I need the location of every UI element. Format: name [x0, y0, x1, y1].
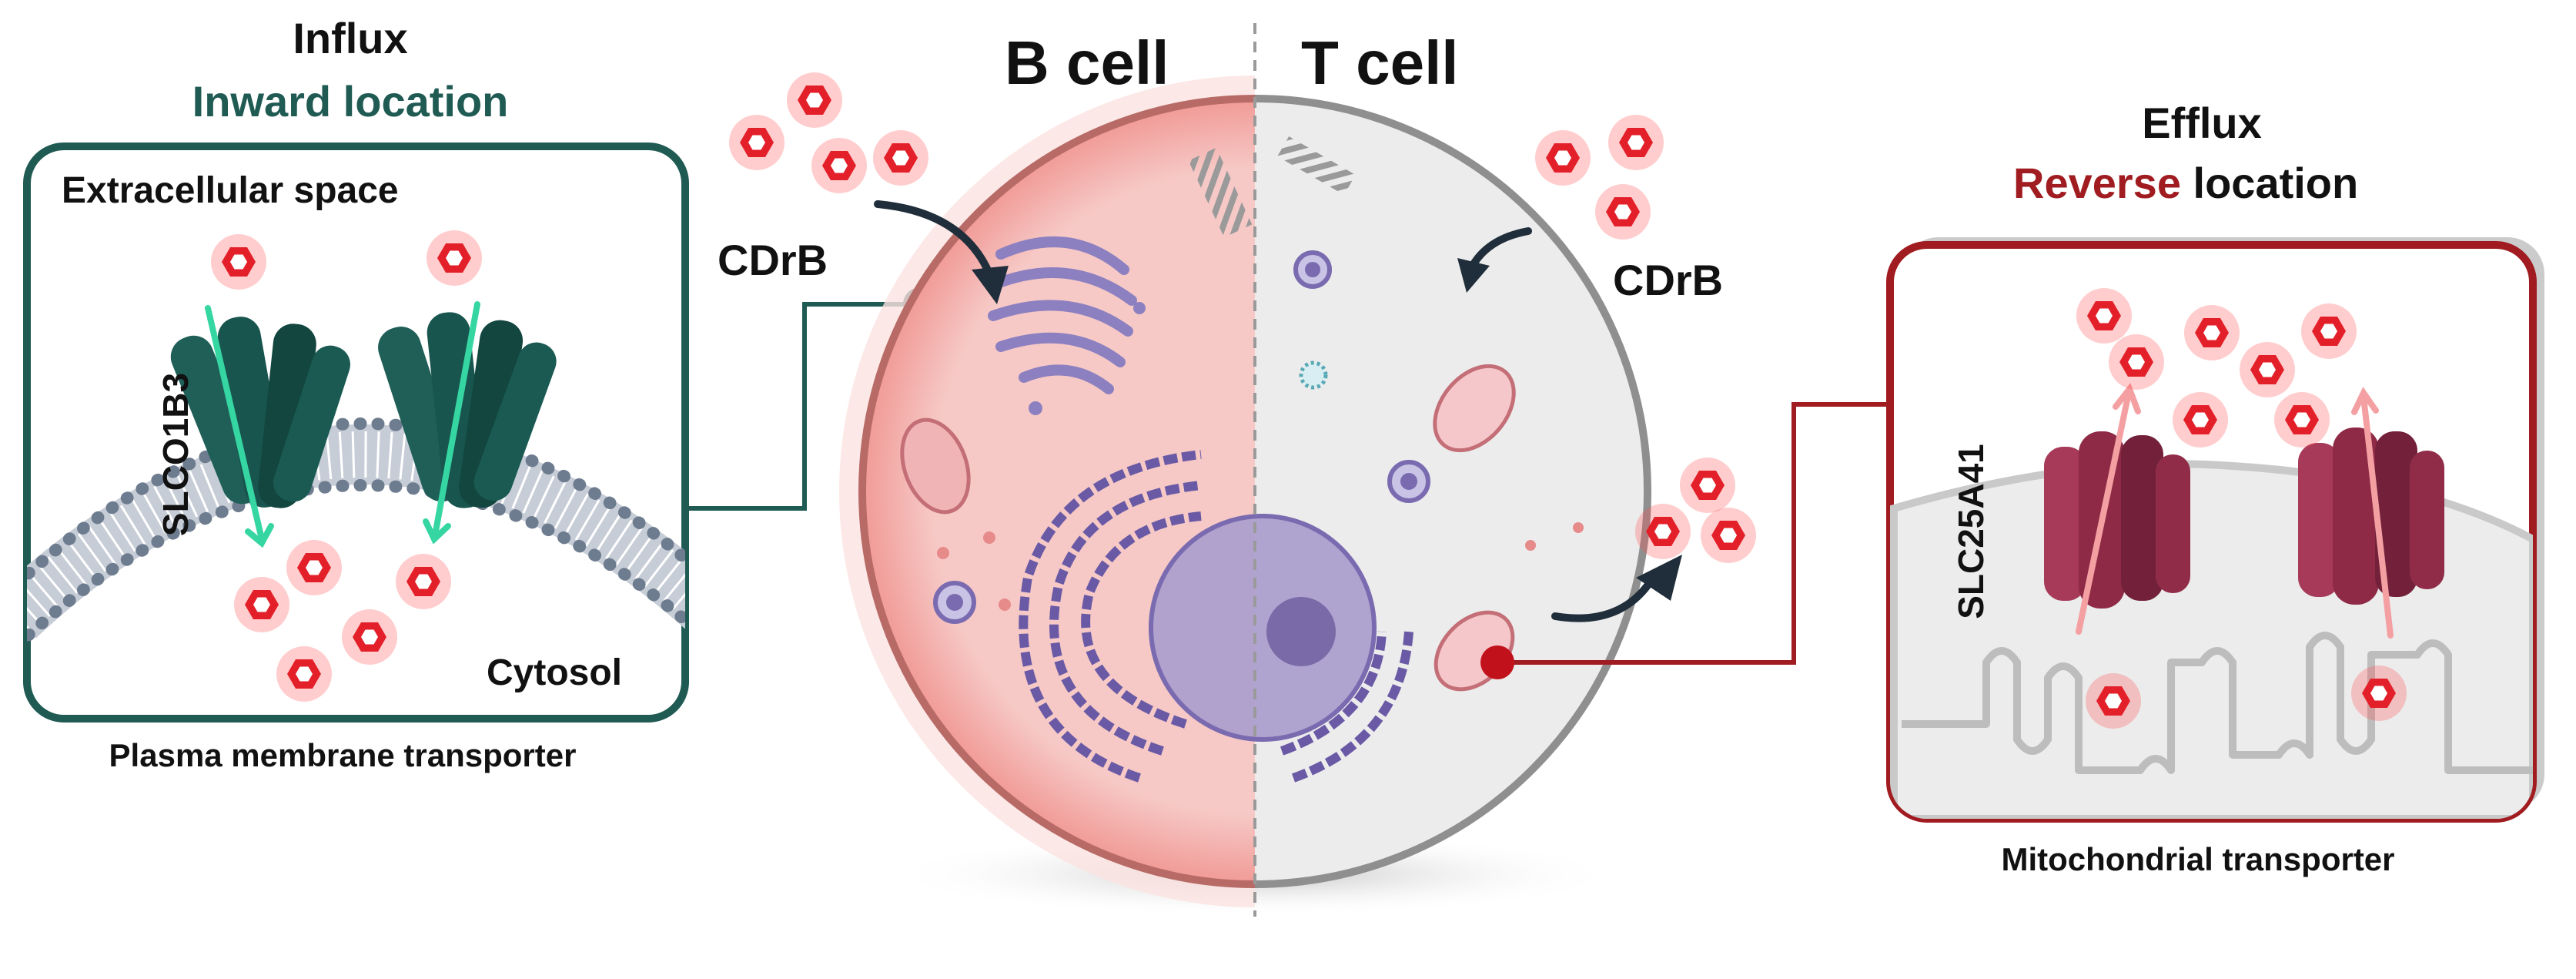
- efflux-title: Efflux: [2142, 99, 2262, 147]
- influx-panel: [23, 142, 689, 723]
- slc25a41-label: SLC25A41: [1951, 444, 1991, 619]
- influx-arrow-b-cell: [874, 200, 993, 277]
- efflux-subtitle: Reverse location: [2013, 162, 2358, 205]
- vesicles: [933, 250, 1584, 624]
- nucleolus: [1266, 597, 1336, 666]
- centrioles: [1188, 136, 1356, 238]
- cdrb-label-right: CDrB: [1613, 256, 1724, 304]
- efflux-connector: [1480, 402, 1890, 679]
- rough-er: [1019, 450, 1413, 783]
- efflux-arrows: [2076, 382, 2394, 639]
- cdrb-arrows: [874, 200, 1682, 622]
- plasma-membrane-caption: Plasma membrane transporter: [109, 737, 577, 773]
- plasma-membrane: [27, 417, 685, 653]
- slco1b3-label: SLCO1B3: [156, 372, 196, 537]
- golgi-apparatus: [988, 236, 1137, 394]
- influx-arrows: [205, 301, 480, 548]
- reverse-word: Reverse: [2013, 159, 2181, 207]
- slc25a41-transporter-right: [2298, 427, 2444, 605]
- organelles: [900, 136, 1584, 783]
- extracellular-space-label: Extracellular space: [62, 170, 399, 211]
- cell: [839, 23, 1651, 917]
- mitochondria: [900, 364, 1516, 692]
- influx-subtitle: Inward location: [192, 77, 509, 126]
- cdrb-label-left: CDrB: [718, 236, 828, 284]
- b-cell-label: B cell: [1005, 28, 1169, 97]
- mitochondrial-caption: Mitochondrial transporter: [2001, 841, 2395, 877]
- nucleus: [1151, 516, 1374, 739]
- location-word: location: [2180, 159, 2359, 207]
- influx-title: Influx: [293, 14, 408, 62]
- efflux-panel: [1886, 237, 2544, 823]
- b-cell-half: [839, 75, 1255, 907]
- t-cell-label: T cell: [1301, 28, 1459, 97]
- cytosol-label: Cytosol: [487, 652, 623, 693]
